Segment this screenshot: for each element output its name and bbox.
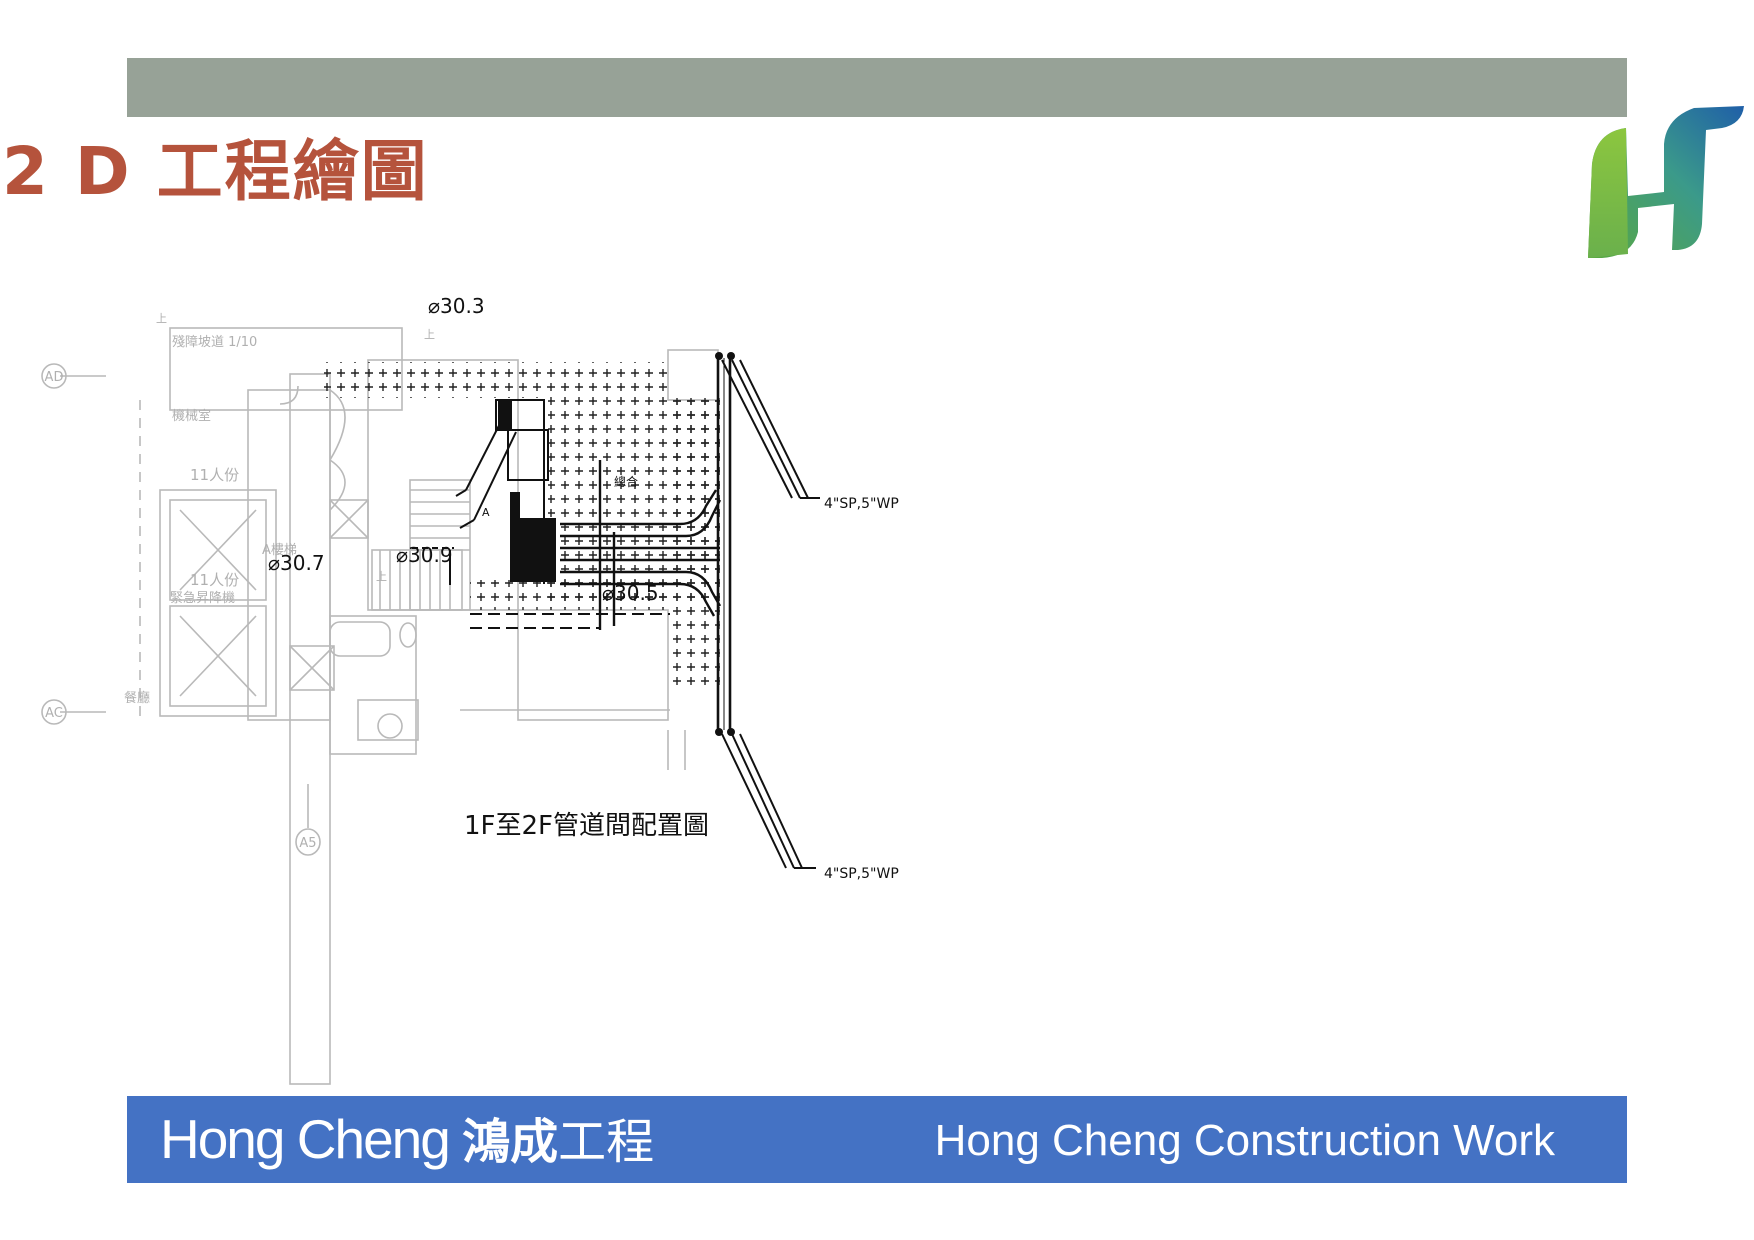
room-label-emergency-lift: 緊急昇降機 <box>170 591 235 606</box>
elevation-marker-30-3: ⌀30.3 <box>428 294 485 318</box>
note-up-1: 上 <box>156 312 167 325</box>
elevation-marker-30-5: ⌀30.5 <box>602 581 659 605</box>
elevation-marker-30-9: ⌀30.9 <box>396 543 453 567</box>
slide-title: 2 D 工程繪圖 <box>2 133 429 210</box>
pipe-riser <box>716 358 732 730</box>
room-label-ramp: 殘障坡道 1/10 <box>172 334 257 350</box>
leader-arrows <box>721 359 820 869</box>
room-label-dining: 餐廳 <box>124 690 150 706</box>
note-up-3: 上 <box>376 570 387 583</box>
note-a: A <box>482 506 490 519</box>
drawing-caption: 1F至2F管道間配置圖 <box>464 811 709 841</box>
hong-cheng-h-logo-icon <box>1588 106 1744 258</box>
note-combined: 總合 <box>614 474 638 489</box>
room-label-stair: A樓梯 <box>262 543 297 558</box>
room-label-mechanical: 機械室 <box>172 408 211 424</box>
room-label-elevator-1: 11人份 <box>190 466 239 484</box>
pipe-label-upper: 4"SP,5"WP <box>824 496 899 512</box>
grid-label-ad: AD <box>45 370 64 385</box>
footer-brand-zh: 工程 <box>558 1114 655 1170</box>
footer-bar: Hong Cheng 鴻成工程 Hong Cheng Construction … <box>127 1096 1627 1183</box>
grid-label-ac: AC <box>45 706 63 721</box>
note-up-2: 上 <box>424 328 435 341</box>
header-band <box>127 58 1627 117</box>
footer-brand-en: Hong Cheng <box>160 1108 451 1170</box>
pipe-label-lower: 4"SP,5"WP <box>824 866 899 882</box>
grid-label-a5: A5 <box>299 836 316 851</box>
room-label-elevator-2: 11人份 <box>190 571 239 589</box>
footer-brand-zh-bold: 鴻成 <box>462 1114 559 1170</box>
floor-plan-drawing: AD AC A5 殘障坡道 1/10 機械室 11人份 11人份 緊急昇降機 A… <box>41 294 899 1085</box>
footer-brand: Hong Cheng 鴻成工程 <box>160 1102 654 1172</box>
elevation-marker-30-7: ⌀30.7 <box>268 551 325 575</box>
footer-tagline: Hong Cheng Construction Work <box>934 1116 1555 1165</box>
